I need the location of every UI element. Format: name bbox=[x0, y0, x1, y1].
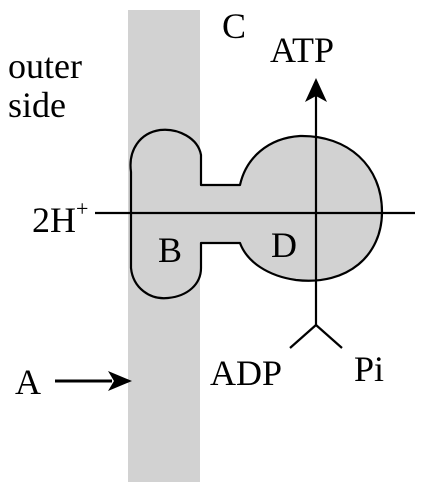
label-pi: Pi bbox=[354, 349, 384, 389]
adp-branch-line bbox=[289, 324, 317, 349]
label-c: C bbox=[222, 6, 246, 46]
membrane-pointer-arrowhead bbox=[108, 371, 132, 391]
pi-branch-line bbox=[315, 324, 343, 349]
label-side: side bbox=[8, 85, 66, 125]
label-atp: ATP bbox=[270, 30, 334, 70]
atp-arrowhead bbox=[305, 78, 327, 102]
label-proton: 2H+ bbox=[32, 196, 88, 240]
label-proton-superscript: + bbox=[76, 196, 88, 221]
label-d: D bbox=[271, 225, 297, 265]
label-a: A bbox=[15, 362, 41, 402]
label-b: B bbox=[158, 230, 182, 270]
label-outer: outer bbox=[8, 46, 82, 86]
label-adp: ADP bbox=[210, 353, 282, 393]
label-proton-text: 2H bbox=[32, 200, 76, 240]
